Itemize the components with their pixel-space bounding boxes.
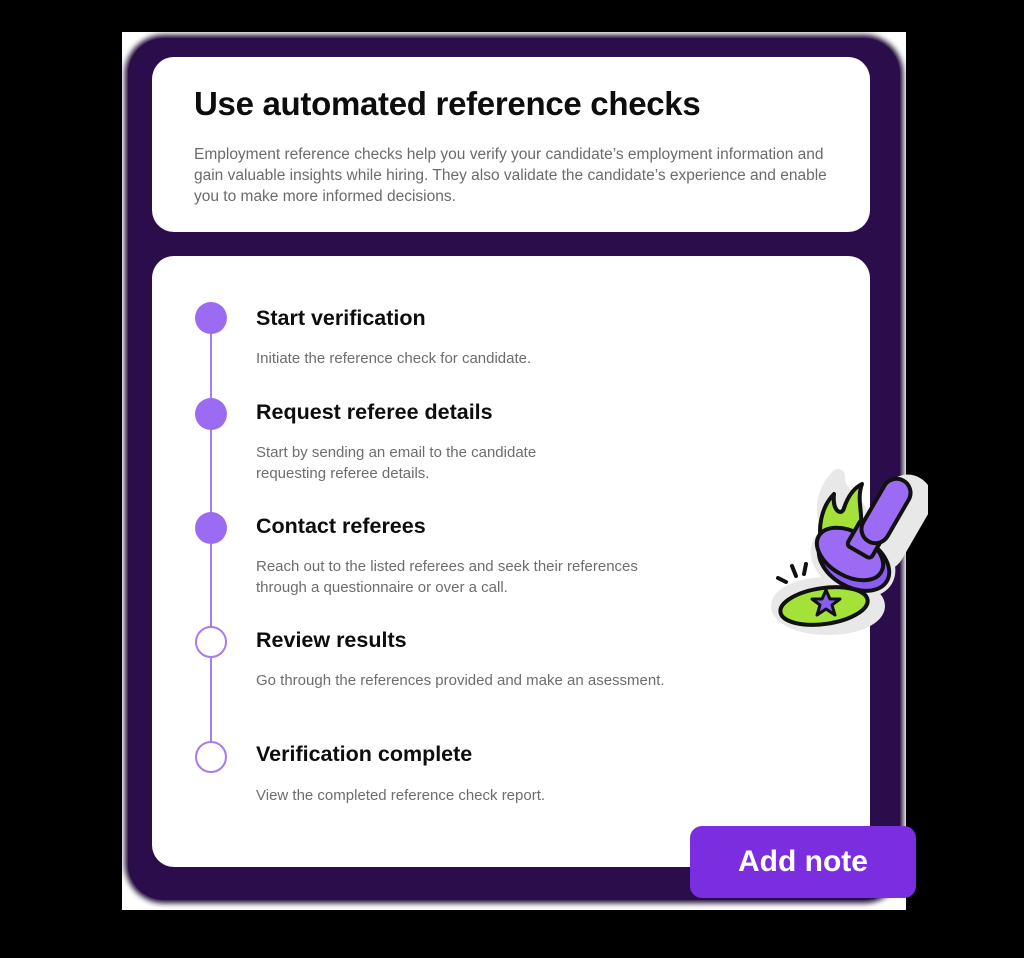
step-complete-icon: [195, 302, 227, 334]
step-description: View the completed reference check repor…: [256, 787, 546, 804]
intro-description: Employment reference checks help you ver…: [194, 146, 827, 205]
step-title: Verification complete: [256, 742, 473, 766]
step-pending-icon: [195, 741, 227, 773]
step-description: Start by sending an email to the candida…: [256, 444, 537, 482]
add-note-button[interactable]: Add note: [690, 826, 916, 898]
step-description: Initiate the reference check for candida…: [256, 350, 532, 367]
page-title: Use automated reference checks: [194, 85, 701, 122]
steps-card: Start verification Initiate the referenc…: [152, 256, 870, 867]
step-complete-icon: [195, 512, 227, 544]
intro-card: Use automated reference checks Employmen…: [152, 57, 870, 232]
step-complete-icon: [195, 398, 227, 430]
step-description: Reach out to the listed referees and see…: [256, 558, 638, 596]
step-title: Start verification: [256, 306, 426, 330]
step-description: Go through the references provided and m…: [256, 672, 665, 689]
step-title: Contact referees: [256, 514, 426, 538]
step-title: Review results: [256, 628, 407, 652]
step-pending-icon: [195, 626, 227, 658]
step-title: Request referee details: [256, 400, 493, 424]
rubber-stamp-icon: [768, 466, 933, 638]
